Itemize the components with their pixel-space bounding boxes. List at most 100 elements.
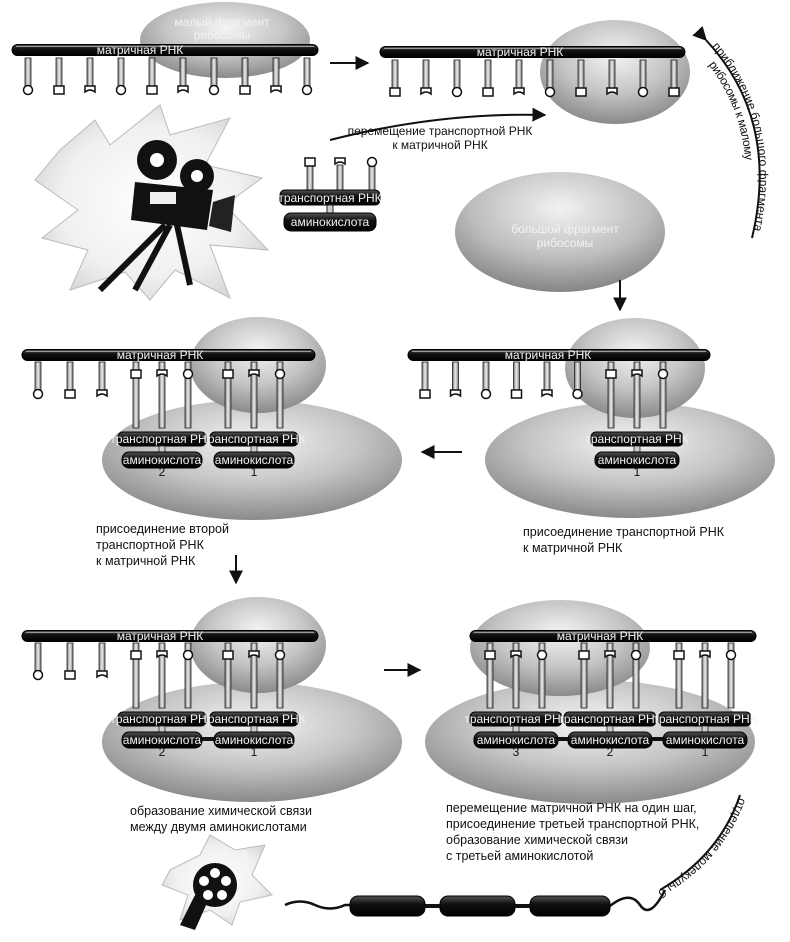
codon-cup [156,369,168,378]
codon-round [32,669,44,681]
anticodon-stem [606,642,614,709]
anticodon-stem [132,361,140,429]
amino-acid-label: аминокислота [123,453,202,467]
amino-acid-number: 1 [251,465,258,479]
codon-stem [577,59,585,89]
codon [53,57,65,95]
codon [575,59,587,97]
codon [449,361,462,398]
codon [482,59,494,97]
trna-label: транспортная РНК [278,191,381,205]
caption-line: присоединение третьей транспортной РНК, [446,817,700,831]
codon-round [451,86,463,98]
codon-cup [449,389,462,398]
trna-link [701,725,709,733]
film-camera-icon [97,140,235,293]
anticodon-stem [336,164,344,191]
codon-stem [515,59,523,89]
anticodon-stem [306,164,314,191]
mrna-strand [469,630,757,642]
codon-cup [420,87,432,96]
tripod-leg [132,223,173,292]
codon-cup [177,85,189,94]
codon-stem [66,361,74,391]
mrna-label: матричная РНК [97,43,184,57]
small-subunit [190,317,326,413]
amino-acid-number: 1 [634,465,641,479]
trna-label: транспортная РНК [202,432,305,446]
codon-flat [575,87,587,97]
anticodon-stem [158,361,166,429]
trna-link [250,445,258,453]
trna-label: транспортная РНК [110,432,213,446]
anticodon-stem [224,642,232,709]
trna-move-label: к матричной РНК [392,138,487,152]
anticodon-stem [158,642,166,709]
trna-link [633,445,641,453]
codon [84,57,96,94]
codon-stem [482,361,490,391]
codon [389,59,401,97]
codon-stem [241,57,249,87]
codon-flat [222,650,234,660]
codon [96,361,108,398]
peptide-bond [652,737,663,741]
codon [32,642,44,681]
codon-stem [546,59,554,89]
codon-stem [98,642,106,672]
codon-flat [222,369,234,379]
caption-line: присоединение транспортной РНК [523,525,725,539]
anticodon-stem [607,361,615,429]
anticodon-stem [727,642,735,709]
amino-acid-label: аминокислота [598,453,677,467]
caption-line: образование химической связи [130,804,312,818]
mrna-strand [11,44,319,56]
mrna-label: матричная РНК [505,348,592,362]
film-reel-icon [180,863,237,930]
codon [541,361,553,398]
caption-peptide-bond: образование химической связи между двумя… [130,803,312,835]
codon-flat [304,157,316,167]
codon-cup [334,157,346,166]
mrna-strand [21,349,316,361]
codon-stem [117,57,125,87]
anticodon-stem [368,164,376,191]
codon-stem [421,361,429,391]
anticodon-stem [675,642,683,709]
protein-segment [529,895,611,917]
codon [64,642,76,680]
amino-acid-label: аминокислота [123,733,202,747]
codon-stem [670,59,678,89]
amino-acid-number: 1 [702,745,709,759]
amino-acid-label: аминокислота [571,733,650,747]
codon-stem [210,57,218,87]
trna-label: транспортная РНК [558,712,661,726]
codon-round [637,86,649,98]
codon [115,57,127,96]
approach-arrow [692,25,761,239]
anticodon-stem [580,642,588,709]
amino-acid-label: аминокислота [215,453,294,467]
caption-attach-second-trna: присоединение второй транспортной РНК к … [96,521,229,569]
amino-acid-bar [121,451,203,469]
codon-flat [482,87,494,97]
codon-round [208,84,220,96]
codon-round [544,86,556,98]
codon-flat [578,650,590,660]
codon-round [572,388,583,400]
codon-round [274,649,286,661]
amino-acid-number: 3 [513,745,520,759]
codon-flat [64,389,76,399]
codon [22,57,34,96]
codon-flat [146,85,158,95]
anticodon-stem [184,642,192,709]
codon [208,57,220,96]
codon-stem [422,59,430,89]
codon [606,59,618,96]
